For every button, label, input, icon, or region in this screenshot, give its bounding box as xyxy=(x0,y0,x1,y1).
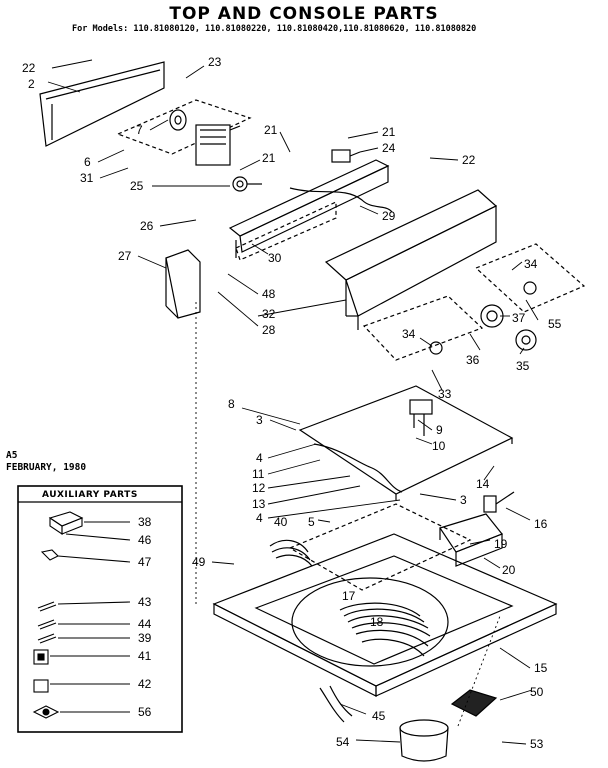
callout-13: 13 xyxy=(252,497,266,511)
page-title: TOP AND CONSOLE PARTS xyxy=(169,4,439,24)
callout-48: 48 xyxy=(262,287,276,301)
callout-28: 28 xyxy=(262,323,276,337)
callout-3a: 3 xyxy=(256,413,263,427)
push-switch xyxy=(331,149,361,163)
callout-34a: 34 xyxy=(524,257,538,271)
callout-37: 37 xyxy=(512,311,526,325)
knob-a xyxy=(480,304,504,328)
auxiliary-parts-title: AUXILIARY PARTS xyxy=(42,490,138,500)
callout-21b: 21 xyxy=(262,151,276,165)
callout-11: 11 xyxy=(252,467,265,481)
knob-b xyxy=(515,329,537,351)
callout-24: 24 xyxy=(382,141,396,155)
callout-21a: 21 xyxy=(264,123,278,137)
callout-2: 2 xyxy=(28,77,35,91)
terminal-block xyxy=(439,513,503,567)
aux-callout-41: 41 xyxy=(138,649,152,663)
callout-18: 18 xyxy=(370,615,384,629)
callout-17: 17 xyxy=(342,589,356,603)
lid-switch xyxy=(409,399,433,436)
timer-switch xyxy=(195,124,241,166)
callout-10: 10 xyxy=(432,439,446,453)
callout-30: 30 xyxy=(268,251,282,265)
callout-5: 5 xyxy=(308,515,315,529)
callout-33: 33 xyxy=(438,387,452,401)
callout-23: 23 xyxy=(208,55,222,69)
callout-3b: 3 xyxy=(460,493,467,507)
callout-35: 35 xyxy=(516,359,530,373)
auxiliary-parts-box: 38 46 47 43 44 39 41 42 56 xyxy=(17,485,183,733)
callout-7: 7 xyxy=(136,123,143,137)
callout-27: 27 xyxy=(118,249,132,263)
callout-15: 15 xyxy=(534,661,548,675)
console-housing xyxy=(324,189,498,330)
callout-32: 32 xyxy=(262,307,276,321)
aux-callout-44: 44 xyxy=(138,617,152,631)
callout-29: 29 xyxy=(382,209,396,223)
knob-c xyxy=(523,281,537,295)
timer-knob xyxy=(169,109,187,131)
callout-16: 16 xyxy=(534,517,548,531)
callout-6: 6 xyxy=(84,155,91,169)
callout-40: 40 xyxy=(274,515,288,529)
callout-22b: 22 xyxy=(462,153,476,167)
callout-26: 26 xyxy=(140,219,154,233)
callout-4a: 4 xyxy=(256,451,263,465)
knob-d xyxy=(429,341,443,355)
callout-49: 49 xyxy=(192,555,206,569)
diagram-date: FEBRUARY, 1980 xyxy=(6,462,87,473)
callout-54: 54 xyxy=(336,735,350,749)
cabinet-top xyxy=(212,533,558,697)
wire-harness xyxy=(339,602,431,657)
callout-25: 25 xyxy=(130,179,144,193)
connector xyxy=(483,491,515,513)
aux-callout-47: 47 xyxy=(138,555,152,569)
callout-50: 50 xyxy=(530,685,544,699)
console-back-panel xyxy=(39,61,165,147)
callout-31: 31 xyxy=(80,171,94,185)
callout-36: 36 xyxy=(466,353,480,367)
bucket xyxy=(399,719,449,762)
callout-20: 20 xyxy=(502,563,516,577)
model-numbers: For Models: 110.81080120, 110.81080220, … xyxy=(72,24,477,34)
aux-callout-46: 46 xyxy=(138,533,152,547)
callout-19: 19 xyxy=(494,537,508,551)
callout-53: 53 xyxy=(530,737,544,751)
callout-12: 12 xyxy=(252,481,266,495)
callout-21c: 21 xyxy=(382,125,396,139)
control-bracket xyxy=(228,159,390,258)
diagram-code: A5 xyxy=(6,450,18,461)
aux-callout-38: 38 xyxy=(138,515,152,529)
console-end-cap xyxy=(165,249,201,319)
callout-45: 45 xyxy=(372,709,386,723)
top-cover xyxy=(298,385,514,500)
callout-34b: 34 xyxy=(402,327,416,341)
selector-switch xyxy=(232,176,262,192)
aux-callout-56: 56 xyxy=(138,705,152,719)
callout-22: 22 xyxy=(22,61,36,75)
aux-callout-39: 39 xyxy=(138,631,152,645)
callout-9: 9 xyxy=(436,423,443,437)
aux-callout-42: 42 xyxy=(138,677,152,691)
callout-14: 14 xyxy=(476,477,490,491)
callout-4b: 4 xyxy=(256,511,263,525)
callout-8: 8 xyxy=(228,397,235,411)
callout-55: 55 xyxy=(548,317,562,331)
aux-callout-43: 43 xyxy=(138,595,152,609)
